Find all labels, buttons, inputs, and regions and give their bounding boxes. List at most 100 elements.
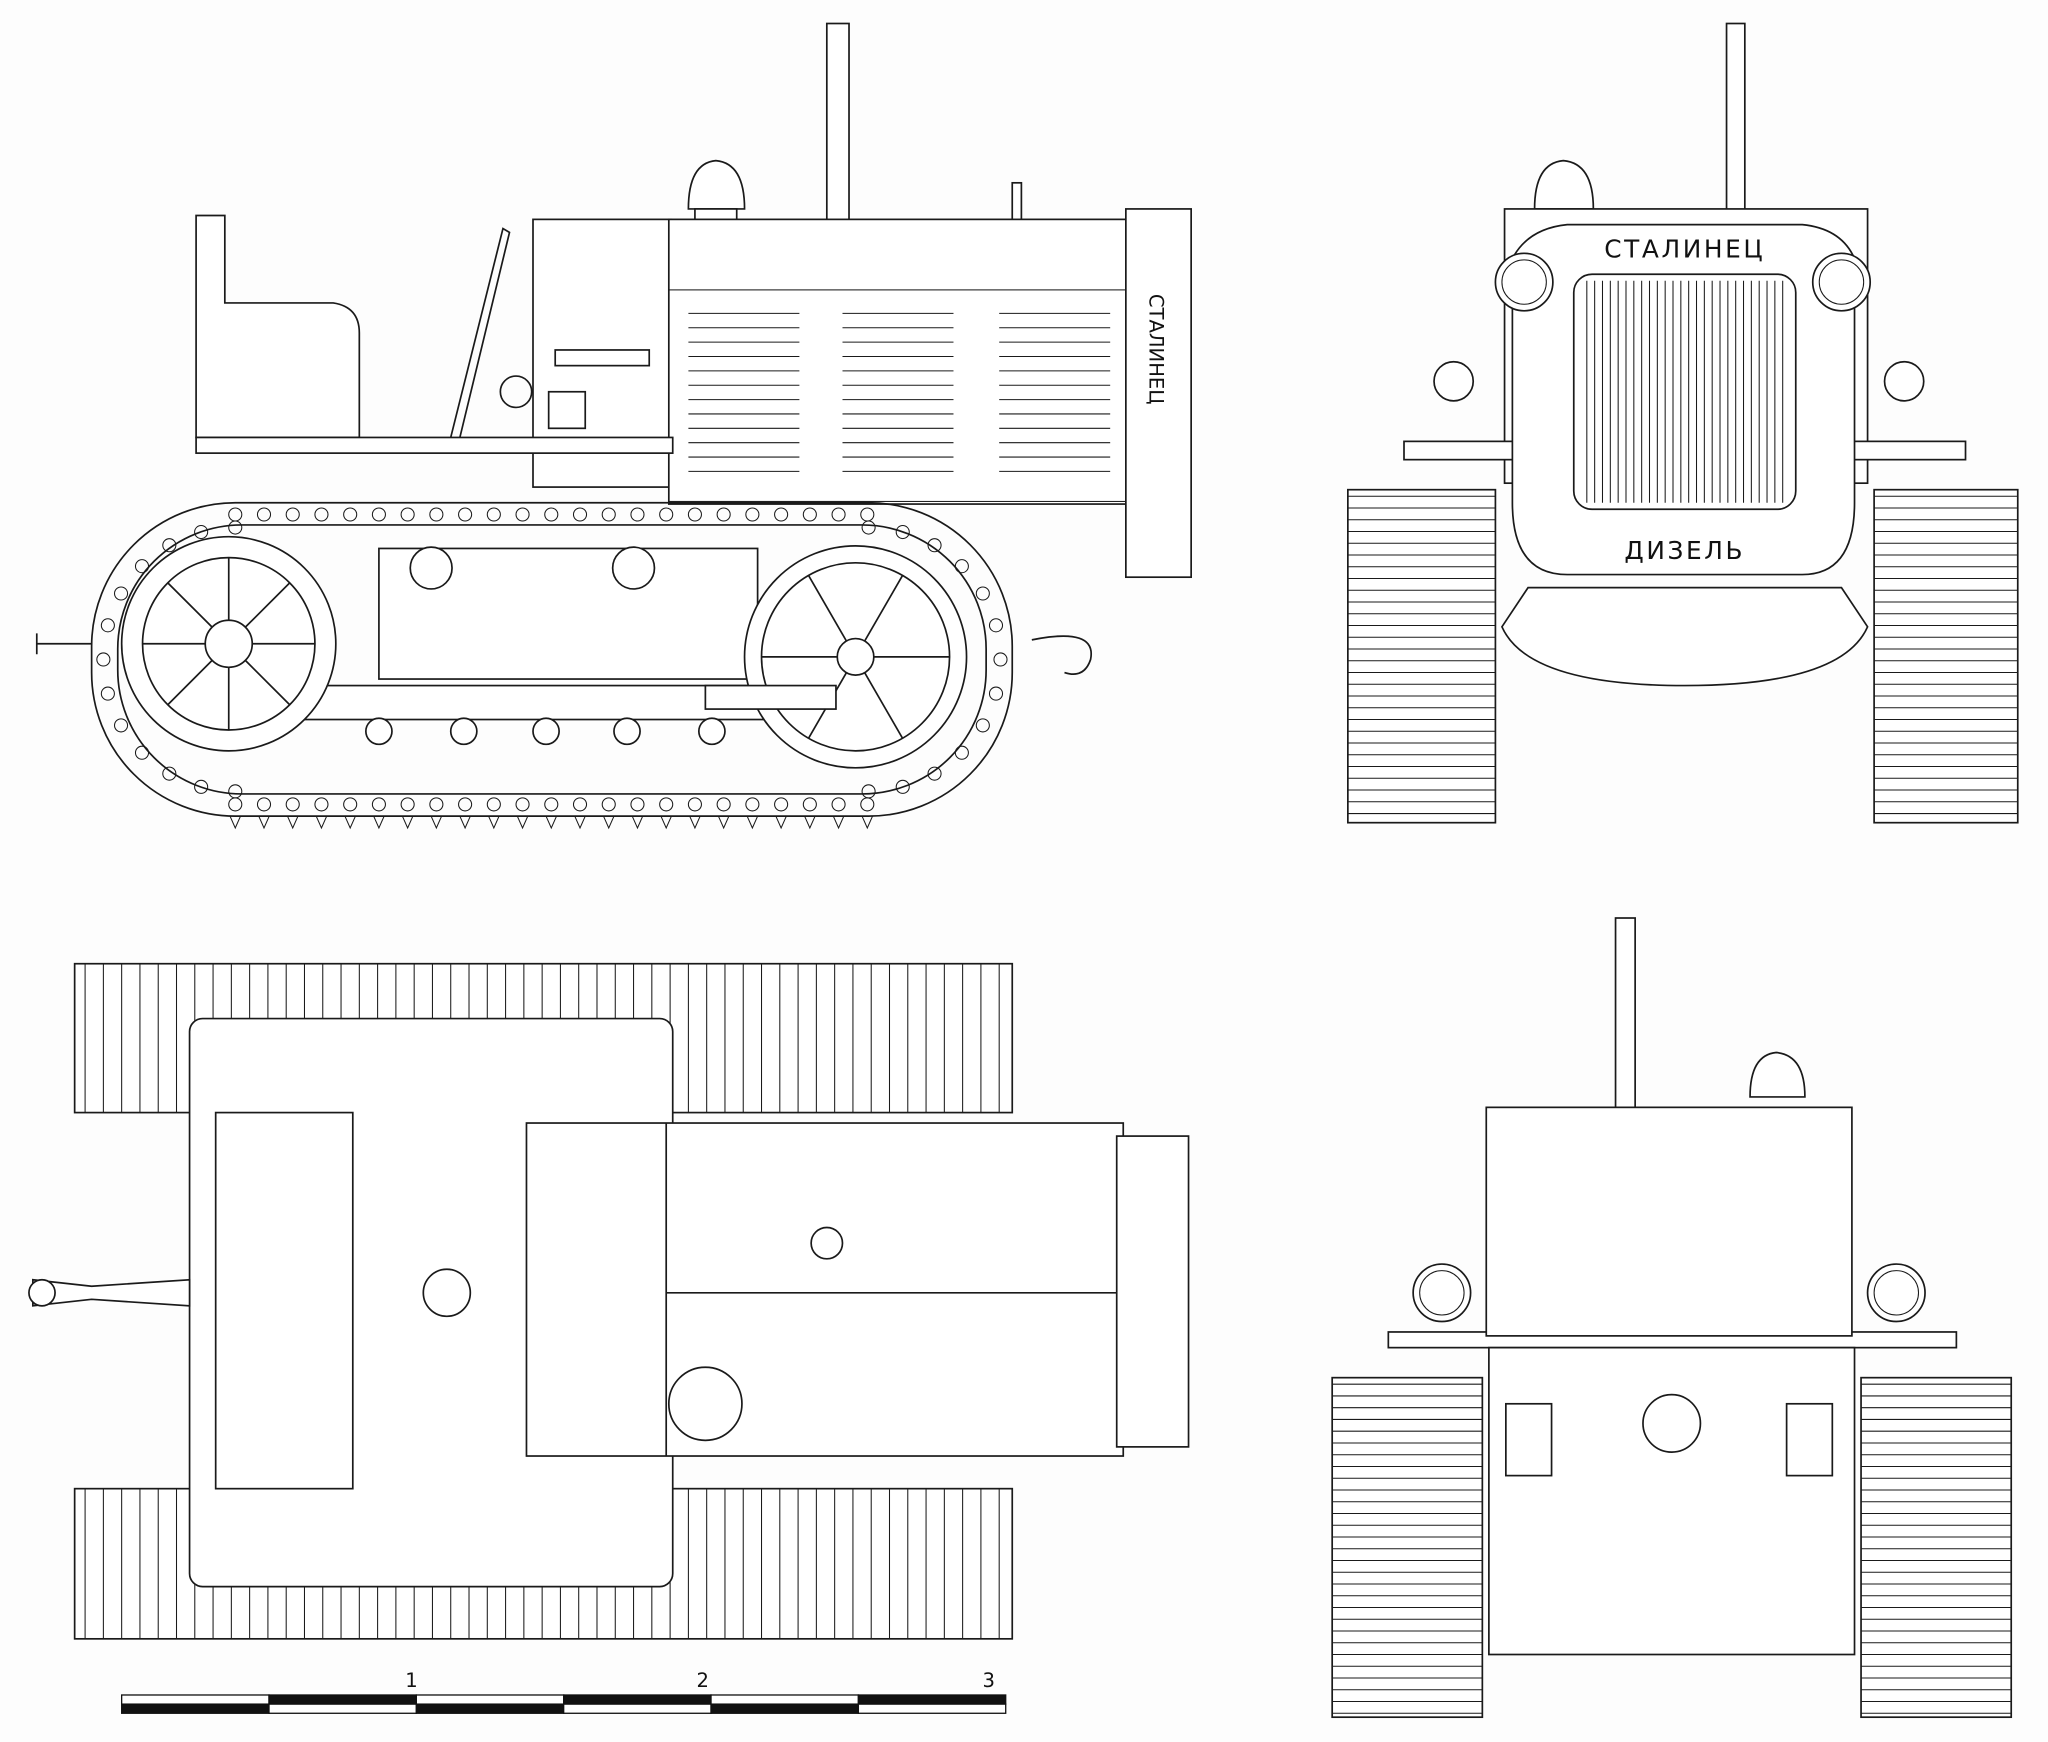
track-link — [113, 718, 129, 733]
drive-sprocket — [120, 535, 337, 752]
track-link — [687, 507, 702, 522]
track-link — [975, 586, 990, 601]
right-headlight — [1811, 252, 1872, 312]
scale-segment — [710, 1703, 860, 1714]
rear-housing — [1488, 1346, 1856, 1656]
track-link — [988, 686, 1004, 701]
track-treads — [1332, 1383, 2012, 1714]
engine-hood-top — [525, 1122, 1125, 1457]
front-brand-label: СТАЛИНЕЦ — [1604, 234, 1765, 263]
track-link — [400, 507, 415, 522]
track-link — [954, 745, 969, 760]
idler-spoke — [863, 574, 904, 642]
track-link — [860, 797, 875, 812]
track-link — [988, 618, 1004, 633]
scale-label-2: 2 — [697, 1669, 709, 1692]
drawbar — [32, 1278, 191, 1307]
track-link — [134, 559, 150, 574]
track-grouser — [660, 815, 672, 830]
exhaust-top — [810, 1226, 844, 1260]
track-grouser — [603, 815, 615, 830]
track-link — [745, 797, 760, 812]
seat — [195, 214, 361, 439]
track-link — [659, 797, 674, 812]
track-treads — [1347, 495, 2018, 815]
sprocket-spoke — [167, 659, 213, 706]
track-link — [162, 766, 177, 781]
left-track — [1347, 488, 1497, 824]
scale-segment — [121, 1703, 270, 1714]
track-grouser — [401, 815, 414, 830]
track-link — [895, 525, 910, 540]
track-grouser — [631, 815, 644, 830]
scale-segment — [857, 1703, 1007, 1714]
track-link — [716, 507, 731, 522]
track-link — [572, 797, 588, 812]
right-final-drive — [1785, 1402, 1834, 1477]
track-link — [371, 507, 386, 522]
fuel-tank-rear — [1485, 1106, 1853, 1337]
platform — [195, 436, 674, 454]
control-lever — [449, 227, 511, 438]
side-view: СТАЛИНЕЦ — [35, 22, 1192, 830]
track-inner — [116, 524, 987, 795]
track-grouser — [717, 815, 730, 830]
track-link — [716, 797, 731, 812]
track-link — [927, 766, 942, 781]
right-track — [1860, 1376, 2013, 1719]
track-link — [256, 797, 272, 812]
radiator-top — [1115, 1135, 1190, 1448]
track-link — [802, 507, 817, 522]
air-cleaner — [1749, 1051, 1806, 1098]
track-rollers — [365, 546, 726, 746]
side-radiator-label: СТАЛИНЕЦ — [1144, 294, 1167, 405]
track-link — [975, 718, 990, 733]
steering-wheel — [499, 375, 533, 409]
track-roller — [449, 717, 478, 746]
air-cleaner — [1533, 159, 1595, 210]
scale-bar: 1 2 3 — [121, 1669, 1007, 1714]
filler-pipe — [1011, 181, 1023, 223]
track-link — [314, 507, 329, 522]
track-link — [343, 507, 358, 522]
right-side-lamp — [1883, 360, 1925, 402]
steering-wheel-top — [422, 1268, 472, 1318]
track-link — [630, 507, 645, 522]
track-link — [659, 507, 674, 522]
sprocket-spoke — [244, 659, 291, 706]
idler-wheel — [743, 544, 968, 769]
scale-segment — [563, 1703, 712, 1714]
top-view — [28, 962, 1190, 1640]
track-link — [895, 779, 910, 794]
track-link — [343, 797, 358, 812]
track-roller — [532, 717, 560, 746]
track-roller — [697, 717, 726, 746]
idler-spoke — [863, 672, 904, 739]
track-link — [515, 797, 530, 812]
track-grouser — [574, 815, 586, 830]
scale-segment — [415, 1694, 565, 1705]
track-link — [954, 559, 969, 574]
left-final-drive — [1505, 1402, 1553, 1477]
track-link — [400, 797, 415, 812]
track-link — [544, 507, 559, 522]
track-grouser — [287, 815, 299, 830]
track-link — [194, 779, 209, 794]
track-grouser — [689, 815, 701, 830]
carrier-roller — [611, 546, 656, 590]
track-link — [572, 507, 588, 522]
track-link — [927, 538, 942, 553]
track-link — [831, 797, 846, 812]
left-headlight — [1494, 252, 1554, 312]
track-link — [429, 797, 444, 812]
front-view: СТАЛИНЕЦ ДИЗЕЛЬ — [1347, 22, 2019, 824]
track-grouser — [832, 815, 845, 830]
track-link — [100, 686, 115, 701]
left-rear-lamp — [1412, 1263, 1472, 1323]
hood-louvers — [688, 312, 1111, 472]
carrier-roller — [409, 546, 453, 590]
sprocket-spoke — [167, 582, 213, 628]
track-link — [860, 507, 875, 522]
scale-segment — [415, 1703, 565, 1714]
scale-label-3: 3 — [983, 1669, 995, 1692]
